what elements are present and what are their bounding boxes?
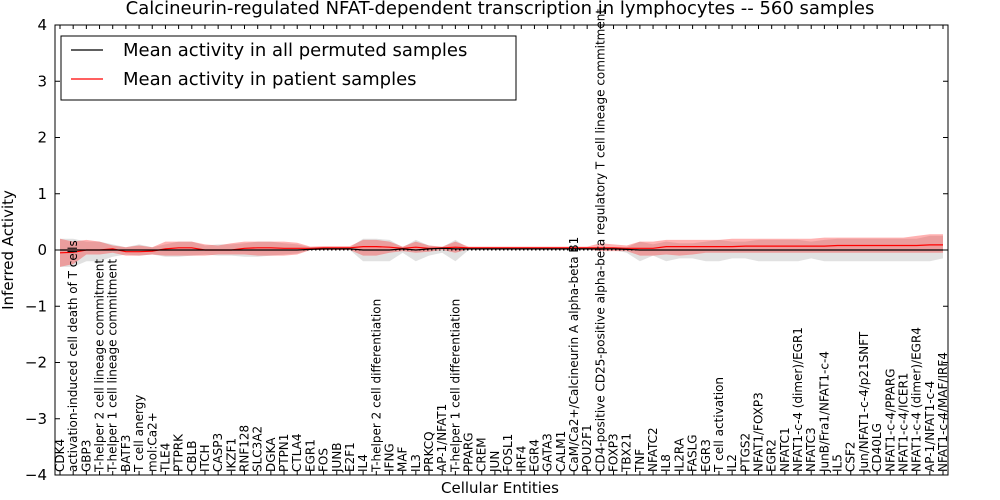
- x-tick-label: CALM1: [554, 431, 568, 472]
- x-tick-label: EGR3: [699, 439, 713, 472]
- y-axis-label: Inferred Activity: [0, 190, 17, 310]
- x-tick-label: SLC3A2: [251, 426, 265, 472]
- x-tick-label: EGR1: [303, 439, 317, 472]
- y-tick-label: −3: [25, 410, 47, 428]
- x-tick-label: IL2: [725, 454, 739, 472]
- x-tick-label: CDK4: [53, 439, 67, 472]
- band-permuted: [60, 235, 943, 267]
- x-tick-label: Jun/NFAT1-c-4/p21SNFT: [857, 331, 871, 473]
- x-tick-label: JUNB: [330, 442, 344, 473]
- legend-box: [60, 35, 517, 101]
- y-tick-label: −1: [25, 297, 47, 315]
- x-tick-label: GBP3: [79, 440, 93, 472]
- x-tick-label: NFAT1-c-4/ICER1: [897, 373, 911, 472]
- y-tick-label: 3: [37, 72, 47, 90]
- x-tick-label: IKZF1: [224, 438, 238, 472]
- legend-label-permuted: Mean activity in all permuted samples: [123, 40, 467, 61]
- x-tick-label: FOSL1: [501, 434, 515, 472]
- x-tick-label: NFATC3: [804, 427, 818, 472]
- y-tick-label: −4: [25, 466, 47, 484]
- x-tick-label: IL8: [659, 454, 673, 472]
- y-tick-label: 1: [37, 185, 47, 203]
- x-tick-label: CD40LG: [870, 423, 884, 472]
- legend-label-patient: Mean activity in patient samples: [123, 69, 417, 90]
- y-tick-label: −2: [25, 354, 47, 372]
- x-tick-label: TNF: [633, 449, 647, 473]
- x-tick-label: CaM/Ca2+/Calcineurin A alpha-beta B1: [567, 237, 581, 472]
- x-tick-label: BATF3: [119, 435, 133, 472]
- x-tick-label: mol:Ca2+: [145, 412, 159, 472]
- x-tick-label: PRKCQ: [422, 431, 436, 472]
- x-tick-label: T-helper 1 cell differentiation: [448, 299, 462, 473]
- x-tick-label: AP-1/NFAT1-c-4: [923, 381, 937, 472]
- x-tick-label: CBLB: [185, 440, 199, 472]
- x-tick-label: T-helper 2 cell lineage commitment: [93, 259, 107, 473]
- x-tick-label: FASLG: [686, 434, 700, 472]
- x-tick-label: NFAT1-c-4/MAF/IRF4: [936, 352, 950, 472]
- y-tick-label: 0: [37, 241, 47, 259]
- x-tick-label: NFAT1-c-4/PPARG: [883, 368, 897, 472]
- x-tick-label: NFATC1: [778, 427, 792, 472]
- x-tick-label: CTLA4: [290, 433, 304, 472]
- x-tick-label: NFATC2: [646, 427, 660, 472]
- x-tick-label: CSF2: [844, 441, 858, 472]
- x-tick-label: TBX21: [620, 433, 634, 473]
- x-tick-label: EGR4: [527, 439, 541, 472]
- x-tick-label: PTGS2: [738, 433, 752, 472]
- x-tick-label: CD4-positive CD25-positive alpha-beta re…: [593, 9, 607, 472]
- x-tick-label: JUN: [488, 451, 502, 473]
- x-tick-label: T-helper 1 cell lineage commitment: [106, 259, 120, 473]
- x-tick-label: JunB/Fra1/NFAT1-c-4: [817, 351, 831, 473]
- x-tick-label: EGR2: [765, 439, 779, 472]
- x-tick-label: IRF4: [514, 446, 528, 472]
- x-tick-label: FOXP3: [607, 433, 621, 472]
- x-tick-label: FOS: [317, 448, 331, 472]
- x-tick-label: POU2F1: [580, 424, 594, 472]
- x-tick-label: IFNG: [383, 443, 397, 472]
- y-tick-label: 2: [37, 129, 47, 147]
- x-tick-label: IL3: [409, 454, 423, 472]
- x-tick-label: E2F1: [343, 442, 357, 472]
- x-tick-label: NFAT1/FOXP3: [752, 392, 766, 472]
- x-tick-label: activation-induced cell death of T cells: [66, 240, 80, 472]
- x-tick-label: GATA3: [541, 433, 555, 472]
- x-tick-label: PPARG: [462, 432, 476, 472]
- x-tick-label: IL5: [831, 454, 845, 472]
- y-tick-label: 4: [37, 16, 47, 34]
- x-tick-label: IL4: [356, 454, 370, 472]
- x-tick-label: MAF: [396, 446, 410, 472]
- x-tick-label: T cell activation: [712, 377, 726, 473]
- band-patient: [60, 234, 943, 267]
- legend: Mean activity in all permuted samples Me…: [60, 35, 517, 101]
- series-line-permuted: [60, 247, 943, 251]
- x-tick-label: T cell anergy: [132, 395, 146, 473]
- x-tick-label: TLE4: [158, 443, 172, 473]
- x-tick-label: PTPRK: [172, 433, 186, 472]
- x-tick-label: IL2RA: [672, 437, 686, 472]
- x-tick-label: NFAT1-c-4 (dimer)/EGR1: [791, 327, 805, 472]
- x-tick-label: RNF128: [238, 425, 252, 472]
- x-tick-label: DGKA: [264, 437, 278, 472]
- x-axis-label: Cellular Entities: [441, 479, 559, 497]
- chart-title: Calcineurin-regulated NFAT-dependent tra…: [126, 0, 875, 19]
- x-tick-label: CREM: [475, 437, 489, 472]
- x-tick-label: T-helper 2 cell differentiation: [369, 299, 383, 473]
- x-tick-label: NFAT1-c-4 (dimer)/EGR4: [910, 327, 924, 472]
- x-tick-label: AP-1/NFAT1: [435, 404, 449, 472]
- x-tick-label: PTPN1: [277, 434, 291, 472]
- x-tick-label: ITCH: [198, 444, 212, 472]
- x-tick-label: CASP3: [211, 433, 225, 472]
